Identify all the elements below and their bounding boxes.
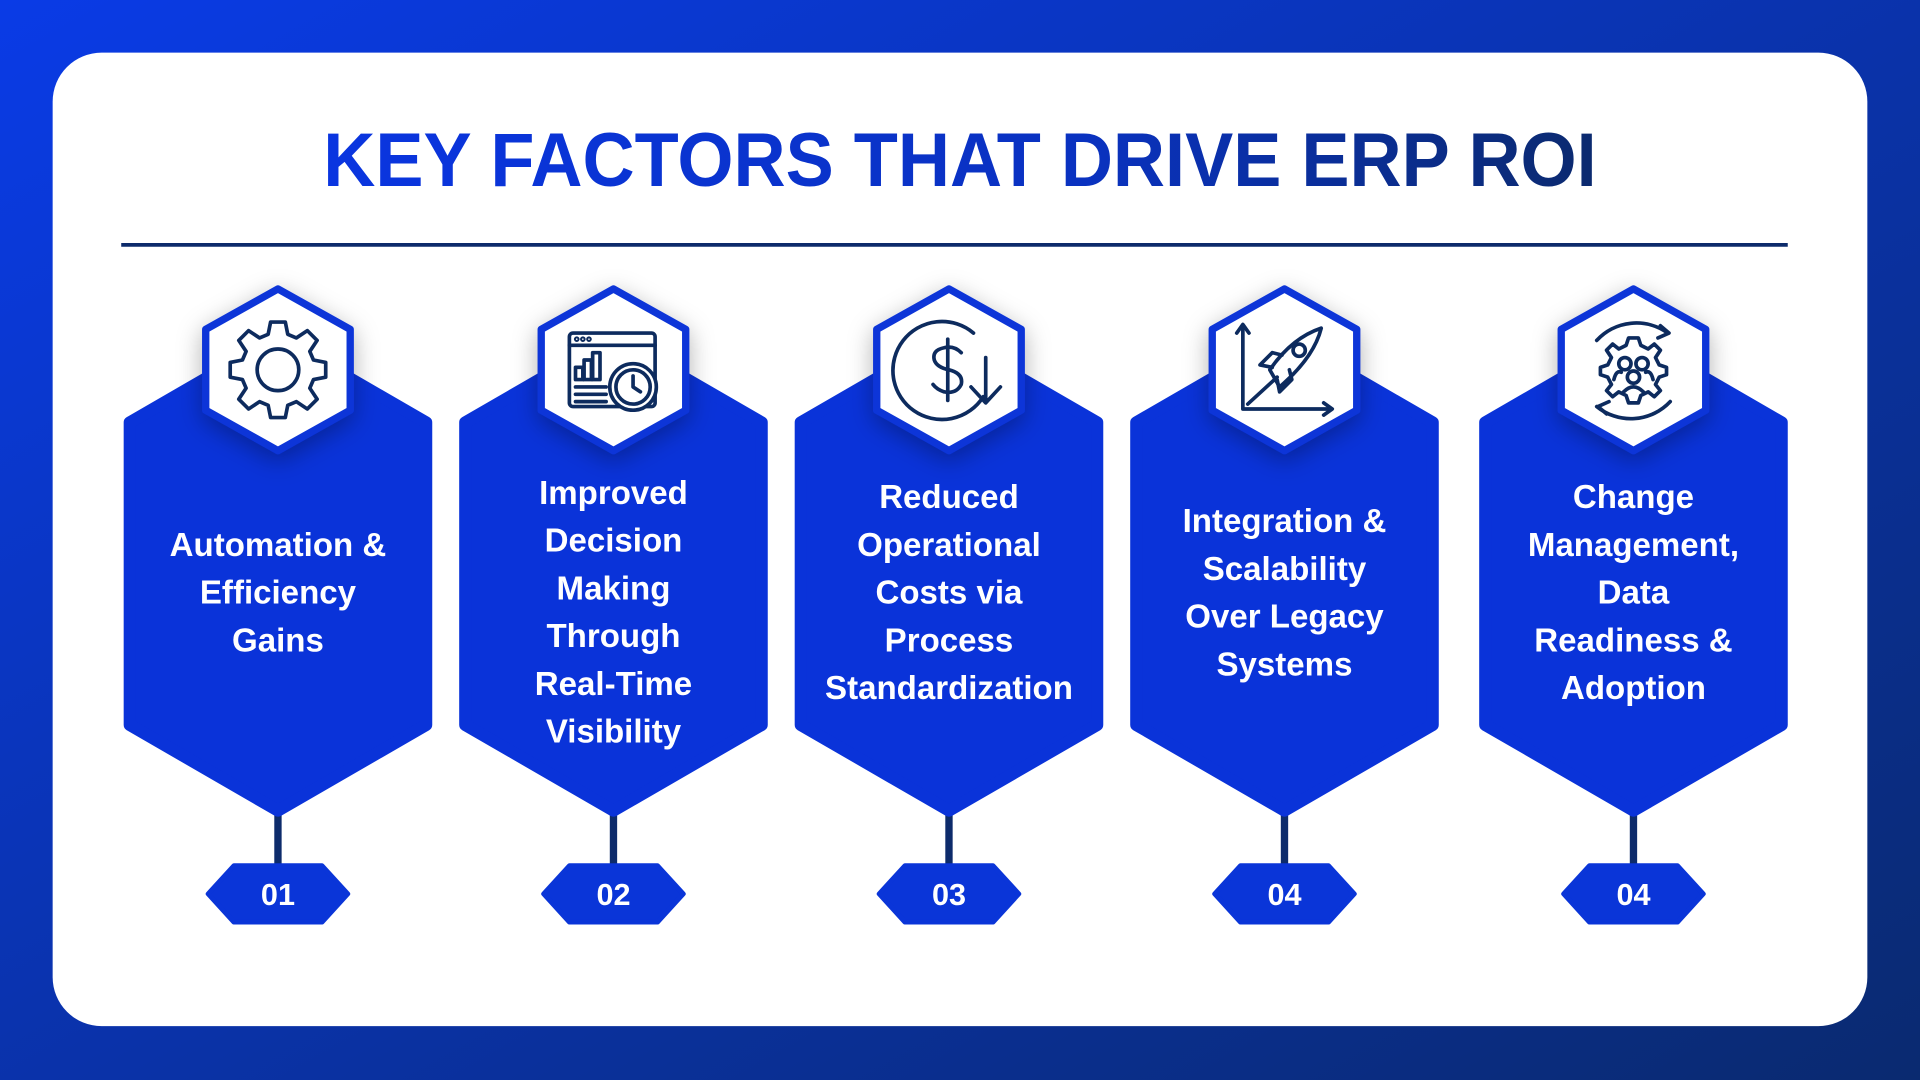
factor-label-line: Through [546, 618, 680, 655]
number-badge-label: 02 [596, 878, 630, 912]
number-badge [1561, 863, 1706, 925]
number-badge [876, 863, 1022, 925]
dashboard-clock-icon [567, 331, 659, 413]
factor-label-line: Improved [539, 475, 688, 512]
page-title: KEY FACTORS THAT DRIVE ERP ROI [323, 118, 1596, 203]
factor-label-line: Systems [1217, 646, 1353, 683]
factor-label-line: Efficiency [200, 575, 357, 612]
rocket-growth-icon [1234, 322, 1335, 417]
factor-label-line: Process [885, 622, 1014, 659]
factor-label-line: Standardization [825, 670, 1073, 707]
factor-hexagon [459, 330, 768, 817]
factor-label-line: Adoption [1561, 670, 1706, 707]
factor-hexagon [123, 330, 433, 817]
number-badge [205, 863, 351, 925]
number-badge-label: 01 [261, 878, 295, 912]
factor-label-line: Operational [857, 527, 1041, 564]
team-gear-cycle-icon [1594, 321, 1673, 421]
number-badge-label: 03 [932, 878, 966, 912]
factor-label-line: Real-Time [535, 666, 692, 703]
number-badge [541, 863, 686, 925]
factor-label-line: Over Legacy [1185, 599, 1384, 636]
factor-label-line: Decision [545, 523, 683, 560]
number-badge-label: 04 [1267, 878, 1301, 912]
gear-icon [228, 320, 328, 420]
factor-label-line: Making [557, 570, 671, 607]
icon-hexagon [1208, 285, 1361, 455]
number-badge [1212, 863, 1357, 925]
factor-label-line: Gains [232, 622, 324, 659]
factor-label-line: Change [1573, 479, 1694, 516]
icon-hexagon [537, 285, 690, 455]
icon-hexagon [202, 285, 354, 455]
factor-label-line: Visibility [546, 714, 682, 751]
factor-label-line: Costs via [876, 575, 1024, 612]
dollar-down-icon [891, 319, 1003, 422]
number-badge-label: 04 [1616, 878, 1650, 912]
factor-hexagon [794, 330, 1104, 817]
factor-label-line: Scalability [1203, 551, 1367, 588]
factor-label-line: Management, [1528, 527, 1739, 564]
factor-label-line: Reduced [879, 479, 1019, 516]
factor-label-line: Integration & [1183, 503, 1387, 540]
factor-hexagon [1479, 330, 1788, 817]
factor-label-line: Readiness & [1534, 622, 1732, 659]
factor-hexagon [1130, 330, 1439, 817]
factor-label-line: Data [1598, 575, 1670, 612]
factor-label-line: Automation & [170, 527, 387, 564]
